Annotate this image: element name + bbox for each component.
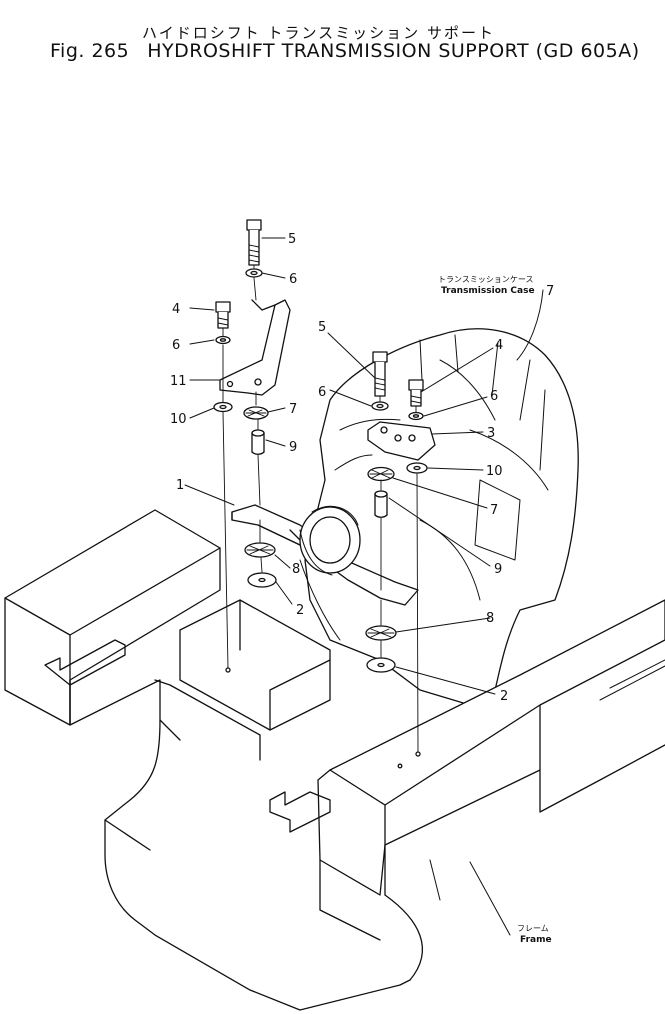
callout-5-top: 5 <box>288 232 296 247</box>
frame-hole-left <box>225 667 231 673</box>
callout-9-left: 9 <box>289 440 297 455</box>
washer-6-right-a <box>371 401 389 411</box>
callout-1: 1 <box>176 478 184 493</box>
washer-6-top <box>245 268 263 278</box>
callout-7-left: 7 <box>289 402 297 417</box>
frame-right-channel <box>269 791 331 833</box>
frame-right-beam <box>317 599 665 896</box>
frame-hole-right <box>415 751 421 757</box>
bolt-5-right <box>372 351 388 397</box>
callout-2-left: 2 <box>296 603 304 618</box>
mounting-bracket <box>219 299 291 396</box>
frame-left-block <box>4 509 221 726</box>
callout-8-right: 8 <box>486 611 494 626</box>
transmission-case <box>299 328 579 706</box>
diagram-title-english: HYDROSHIFT TRANSMISSION SUPPORT (GD 605A… <box>147 40 640 62</box>
sleeve-9-right <box>374 490 388 518</box>
callout-4-right: 4 <box>495 338 503 353</box>
frame-left-channel <box>44 639 126 686</box>
assembly-lines <box>222 264 419 753</box>
sleeve-9-left <box>251 429 265 455</box>
frame-label: Frame <box>520 935 552 945</box>
callout-11: 11 <box>170 374 187 389</box>
transmission-case-outline <box>304 328 579 706</box>
callout-5-right: 5 <box>318 320 326 335</box>
diagram-title-japanese: ハイドロシフト トランスミッション サポート <box>142 24 495 42</box>
figure-number: Fig. 265 <box>50 40 130 62</box>
washer-6-right-b <box>408 411 424 421</box>
washer-10-right <box>406 462 428 474</box>
callout-3: 3 <box>487 426 495 441</box>
washer-2-right <box>366 657 396 673</box>
callout-9-right: 9 <box>494 562 502 577</box>
support-plate <box>367 421 436 461</box>
bolt-4-right <box>408 379 424 407</box>
bolt-5-left <box>246 219 262 266</box>
callout-6-right-b: 6 <box>490 389 498 404</box>
frame-left-section <box>4 509 411 1011</box>
frame-right-section <box>269 599 665 981</box>
callout-4-left: 4 <box>172 302 180 317</box>
washer-10-left <box>213 401 233 413</box>
support-bracket <box>231 504 419 606</box>
callout-8-left: 8 <box>292 562 300 577</box>
leader-lines <box>184 237 544 936</box>
callout-2-right: 2 <box>500 689 508 704</box>
callout-6-top: 6 <box>289 272 297 287</box>
transmission-case-label-jp: トランスミッションケース <box>438 275 533 284</box>
transmission-case-label: Transmission Case <box>441 286 535 296</box>
callout-7-right: 7 <box>490 503 498 518</box>
callout-10-left: 10 <box>170 412 187 427</box>
bolt-4-left <box>215 301 231 329</box>
callout-6-left: 6 <box>172 338 180 353</box>
washer-2-left <box>247 572 277 588</box>
diagram-title: Fig. 265 HYDROSHIFT TRANSMISSION SUPPORT … <box>50 40 658 62</box>
washer-6-left <box>215 335 231 345</box>
callout-numbers: 5 6 4 6 11 10 7 9 1 8 2 5 6 4 6 3 10 7 9… <box>170 232 554 704</box>
frame-label-jp: フレーム <box>517 924 549 933</box>
callout-6-right-a: 6 <box>318 385 326 400</box>
part-labels: トランスミッションケース Transmission Case フレーム Fram… <box>438 275 552 945</box>
callout-7-transmission-case: 7 <box>546 284 554 299</box>
callout-10-right: 10 <box>486 464 503 479</box>
